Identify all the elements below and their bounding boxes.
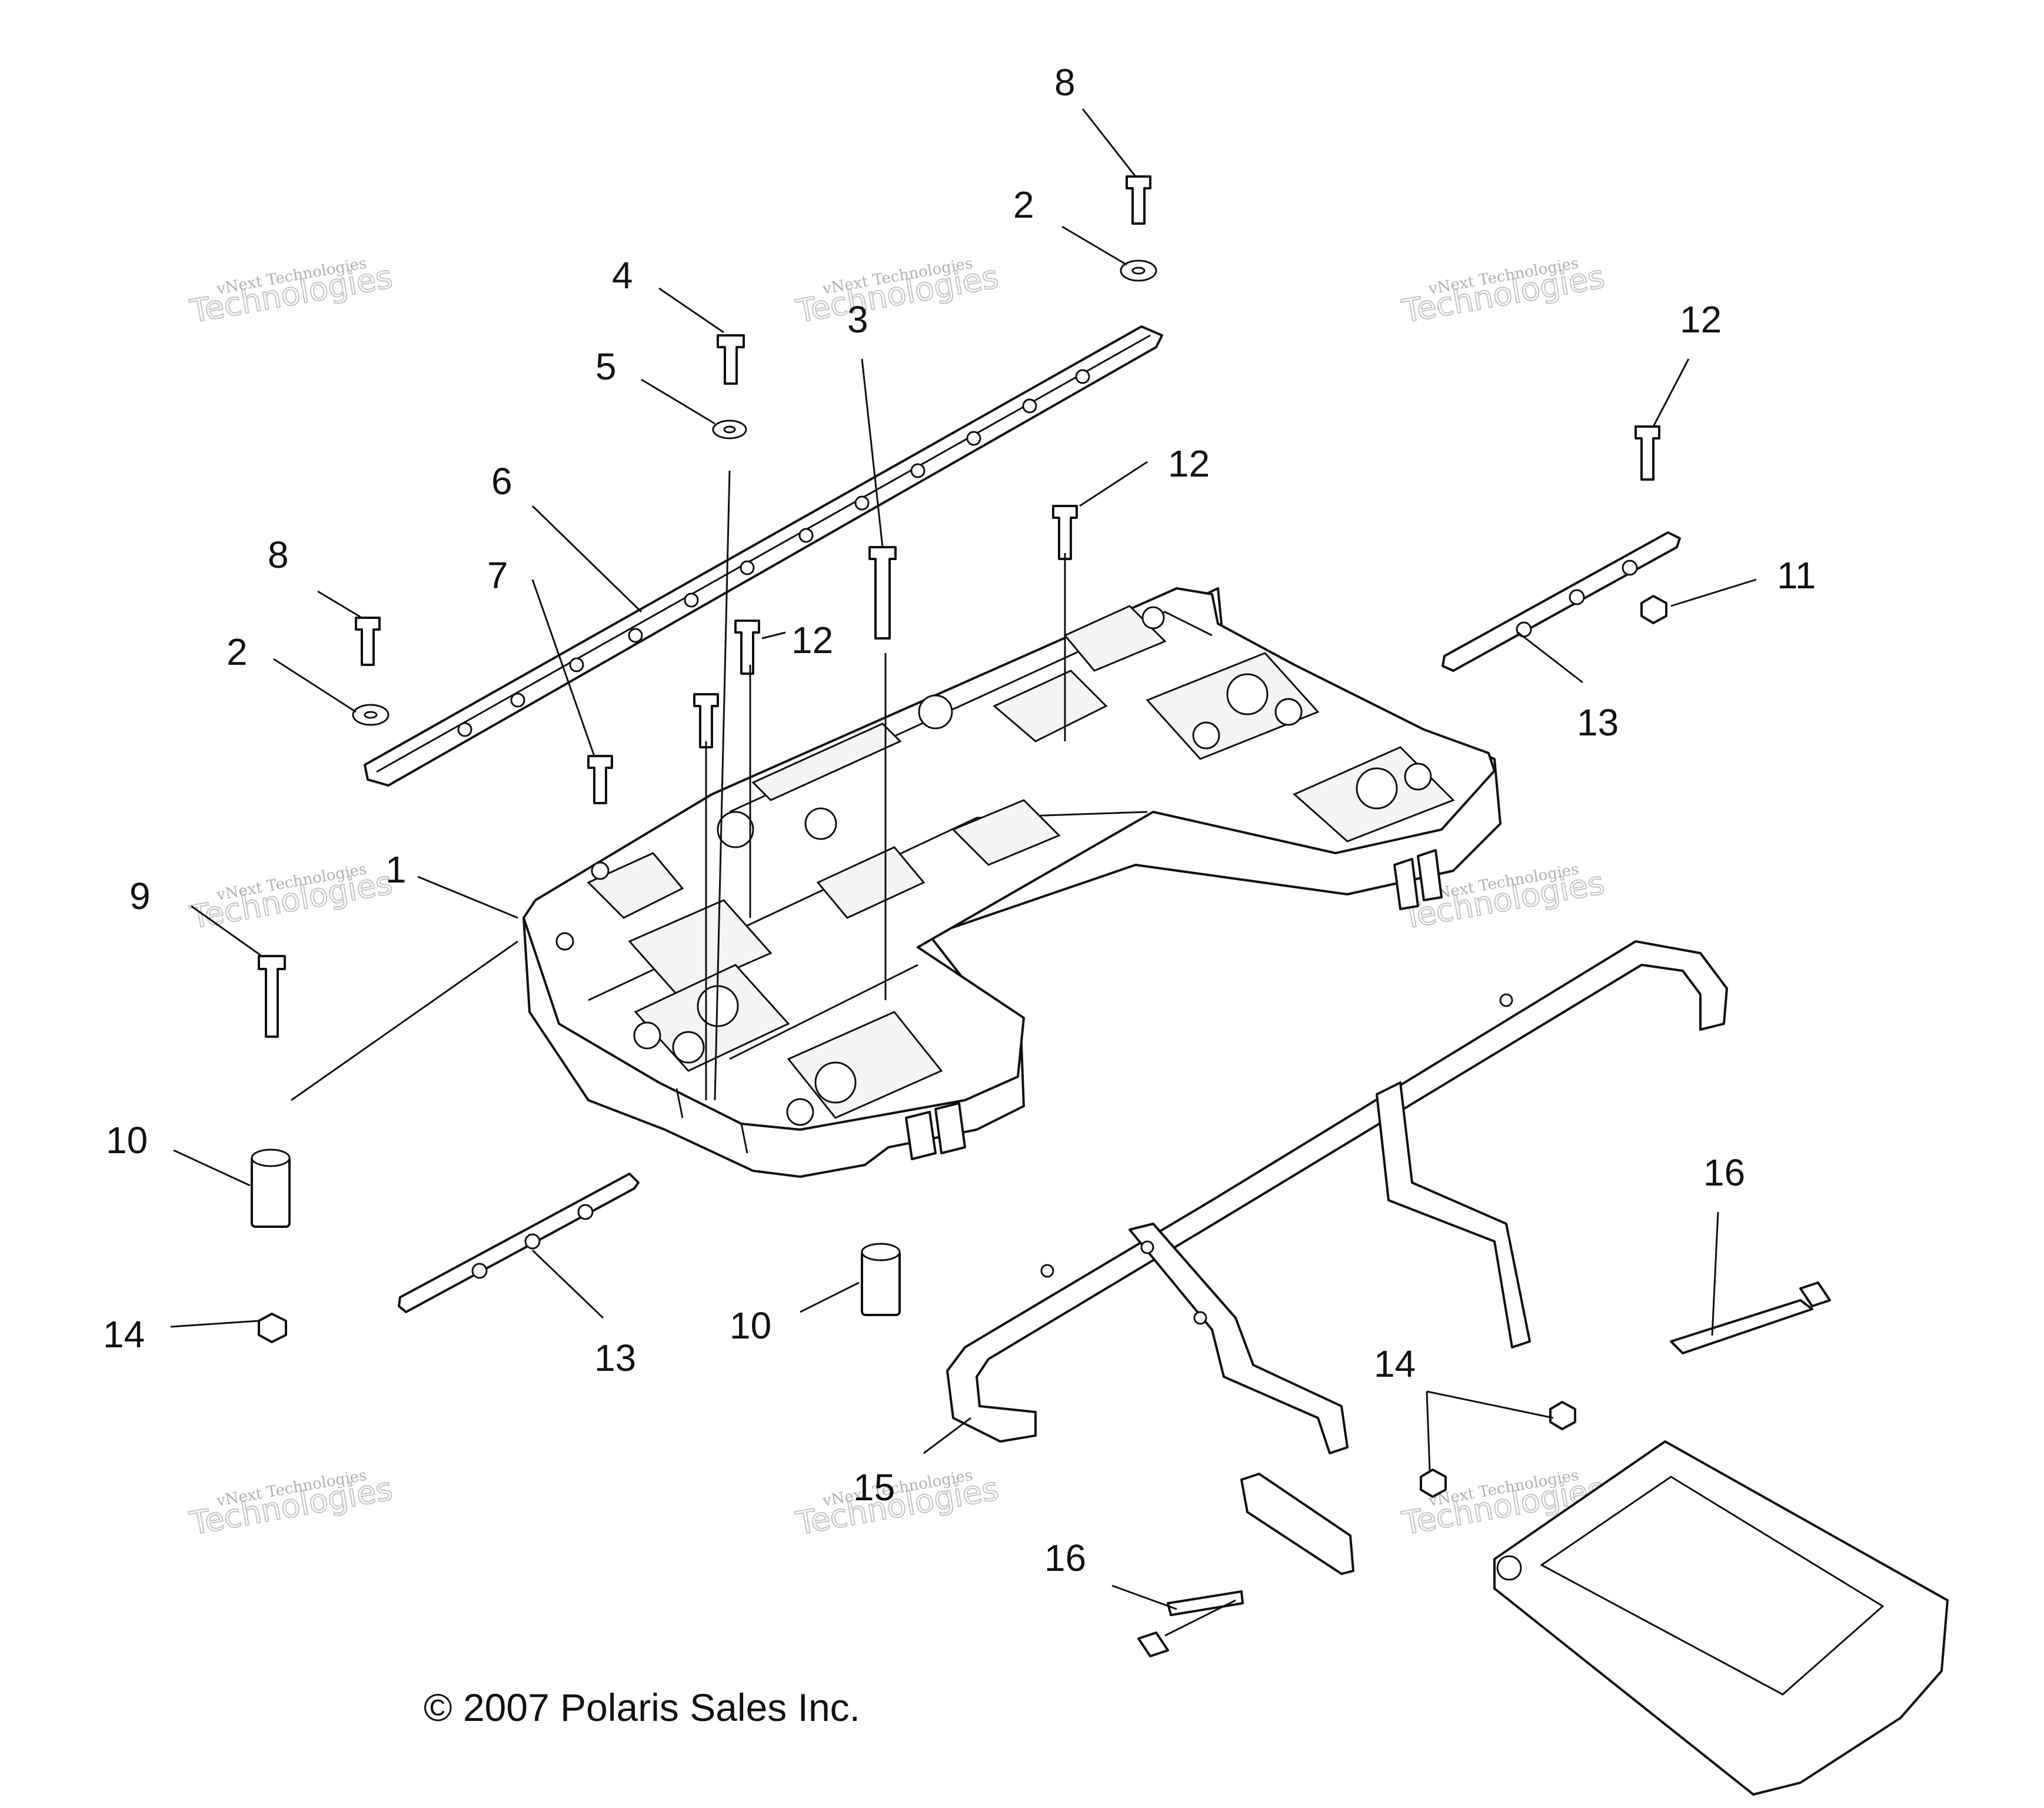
callout-2: 2 xyxy=(1013,184,1034,226)
callout-13: 13 xyxy=(1577,701,1619,744)
callout-12: 12 xyxy=(1680,298,1722,341)
callout-14: 14 xyxy=(1374,1343,1416,1385)
callout-16: 16 xyxy=(1703,1151,1745,1194)
callout-8: 8 xyxy=(1054,61,1076,104)
callout-13: 13 xyxy=(594,1337,636,1379)
callout-labels: 8 2 4 3 5 6 7 8 2 12 12 12 11 13 1 9 10 … xyxy=(103,61,1816,1579)
callout-8: 8 xyxy=(268,534,289,576)
spacer-center xyxy=(861,1243,901,1316)
callout-10: 10 xyxy=(106,1119,148,1161)
rear-rack xyxy=(522,587,1502,1178)
mount-strip-left xyxy=(398,1173,640,1313)
callout-5: 5 xyxy=(595,345,617,388)
callout-6: 6 xyxy=(491,460,512,502)
callout-12: 12 xyxy=(1168,442,1210,485)
bracket-plate xyxy=(1240,1473,1354,1575)
callout-12: 12 xyxy=(791,619,833,661)
leader-lines xyxy=(170,108,1757,1610)
fasteners xyxy=(258,175,1831,1657)
mount-strip-right xyxy=(1442,531,1681,672)
callout-14: 14 xyxy=(103,1313,145,1356)
callout-2: 2 xyxy=(227,631,248,673)
callout-15: 15 xyxy=(853,1466,895,1509)
callout-3: 3 xyxy=(847,298,868,341)
copyright-notice: © 2007 Polaris Sales Inc. xyxy=(424,1686,860,1729)
chassis-frame xyxy=(1493,1440,1949,1796)
callout-7: 7 xyxy=(487,554,508,597)
callout-11: 11 xyxy=(1777,554,1816,597)
callout-4: 4 xyxy=(612,254,633,297)
frame-tube xyxy=(946,940,1728,1454)
callout-1: 1 xyxy=(385,848,407,891)
callout-10: 10 xyxy=(730,1304,771,1347)
callout-9: 9 xyxy=(129,875,151,917)
spacer-left xyxy=(251,1148,291,1228)
callout-16: 16 xyxy=(1044,1537,1086,1579)
